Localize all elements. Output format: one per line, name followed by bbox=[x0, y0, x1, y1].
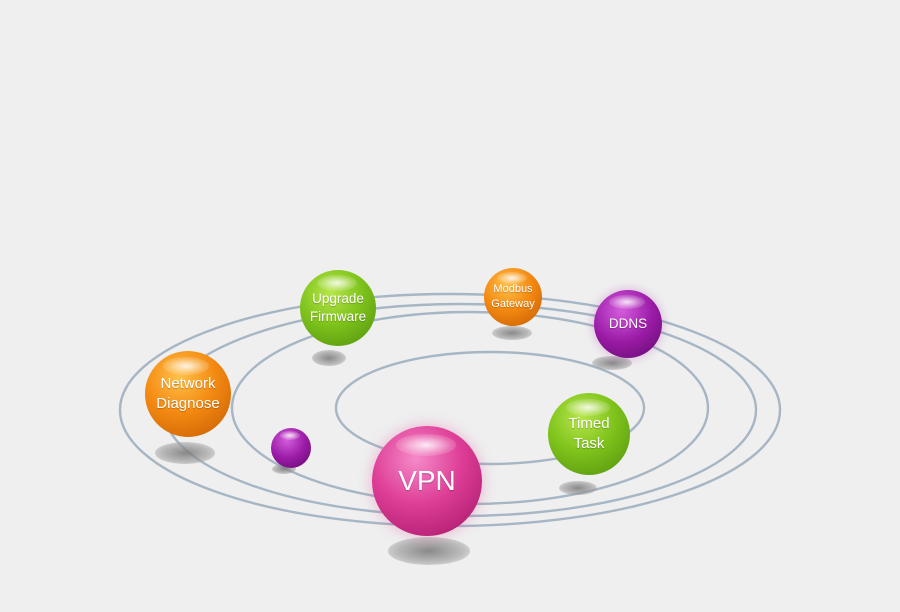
node-shadow bbox=[492, 326, 532, 340]
orbit-ring-inner bbox=[334, 350, 646, 466]
modbus-gateway-node[interactable]: Modbus Gateway bbox=[484, 268, 542, 326]
node-shadow bbox=[155, 442, 215, 464]
node-label: Timed Task bbox=[568, 414, 610, 452]
node-label: DDNS bbox=[608, 315, 648, 331]
node-shadow bbox=[272, 464, 296, 474]
node-label: Modbus Gateway bbox=[491, 283, 535, 310]
sphere-highlight bbox=[609, 295, 645, 309]
sphere-highlight bbox=[317, 275, 357, 291]
ddns-node[interactable]: DDNS bbox=[594, 290, 662, 358]
timed-task-node[interactable]: Timed Task bbox=[548, 393, 630, 475]
sphere-highlight bbox=[396, 434, 456, 456]
upgrade-firmware-node[interactable]: Upgrade Firmware bbox=[300, 270, 376, 346]
node-shadow bbox=[388, 537, 470, 565]
node-shadow bbox=[312, 350, 346, 366]
vpn-node[interactable]: VPN bbox=[372, 426, 482, 536]
small-purple-node[interactable] bbox=[271, 428, 311, 468]
node-shadow bbox=[559, 481, 597, 495]
network-diagnose-node[interactable]: Network Diagnose bbox=[145, 351, 231, 437]
node-label: Network Diagnose bbox=[156, 374, 220, 412]
sphere-highlight bbox=[280, 431, 300, 440]
node-label: VPN bbox=[398, 465, 456, 497]
node-shadow bbox=[592, 356, 632, 370]
sphere-highlight bbox=[163, 357, 209, 375]
node-label: Upgrade Firmware bbox=[309, 290, 367, 324]
sphere-highlight bbox=[566, 399, 610, 416]
sphere-highlight bbox=[497, 272, 527, 284]
